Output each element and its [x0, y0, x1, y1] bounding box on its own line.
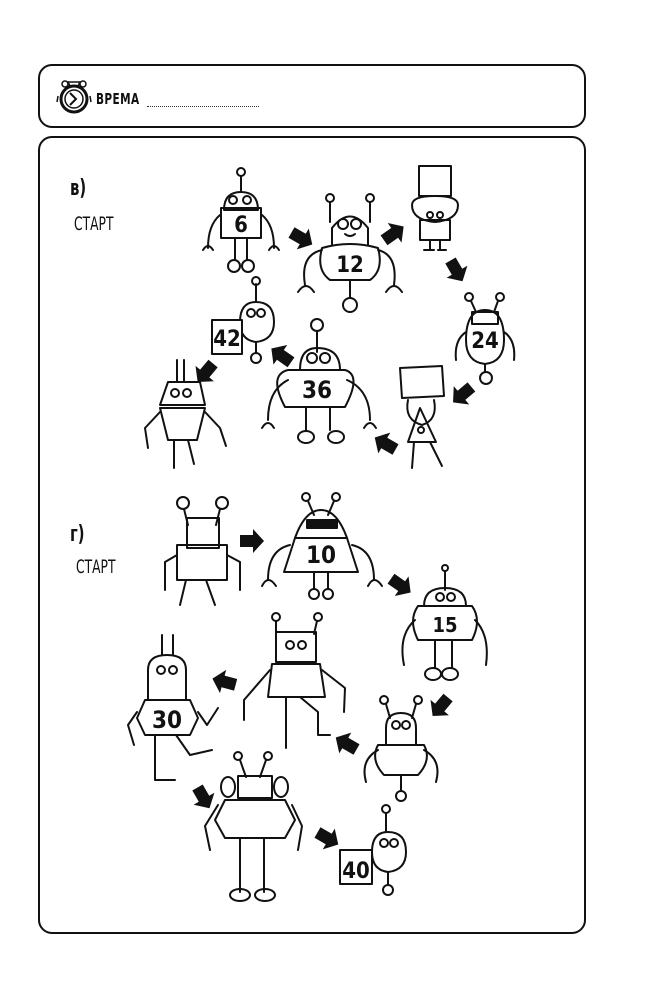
robot-triangle	[399, 365, 445, 469]
section-letter-v: в)	[70, 176, 87, 201]
robot-number: 30	[152, 706, 182, 734]
task-panel	[38, 136, 586, 934]
time-answer-line[interactable]	[147, 106, 259, 107]
alarm-clock-icon	[56, 80, 92, 114]
robot-number: 36	[302, 376, 332, 404]
robot-40	[339, 804, 407, 896]
arrow-icon	[329, 727, 363, 760]
robot-12	[297, 193, 403, 313]
arrow-icon	[285, 222, 319, 255]
arrow-icon	[240, 529, 264, 553]
time-label: ВРЕМА	[96, 90, 140, 108]
robot-36	[261, 318, 377, 444]
arrow-icon	[445, 377, 480, 412]
arrow-icon	[368, 427, 402, 460]
robot-trapezoid	[144, 359, 227, 469]
arrow-icon	[188, 355, 223, 390]
robot-number: 42	[213, 327, 241, 352]
robot-box-body	[164, 496, 241, 606]
robot-number: 24	[471, 329, 499, 354]
arrow-icon	[264, 338, 298, 373]
robot-number: 12	[336, 253, 364, 278]
robot-hexagon	[204, 751, 303, 902]
robot-42	[211, 276, 275, 364]
robot-number: 10	[306, 541, 336, 569]
robot-number: 40	[342, 859, 370, 884]
arrow-icon	[209, 667, 239, 697]
robot-screen	[243, 612, 346, 749]
robot-6	[202, 167, 280, 273]
arrow-icon	[384, 568, 418, 603]
robot-number: 15	[432, 613, 457, 637]
section-letter-g: г)	[70, 522, 85, 547]
robot-number: 6	[234, 213, 248, 238]
robot-30	[127, 634, 219, 781]
robot-15	[401, 564, 488, 681]
time-panel	[38, 64, 586, 128]
start-label-g: СТАРТ	[76, 556, 116, 578]
arrow-icon	[377, 216, 411, 251]
robot-24	[454, 292, 516, 385]
robot-box-head	[411, 165, 459, 251]
start-label-v: СТАРТ	[74, 213, 114, 235]
arrow-icon	[423, 689, 458, 724]
robot-10	[261, 492, 383, 600]
arrow-icon	[440, 254, 473, 288]
robot-grabber	[363, 695, 439, 802]
